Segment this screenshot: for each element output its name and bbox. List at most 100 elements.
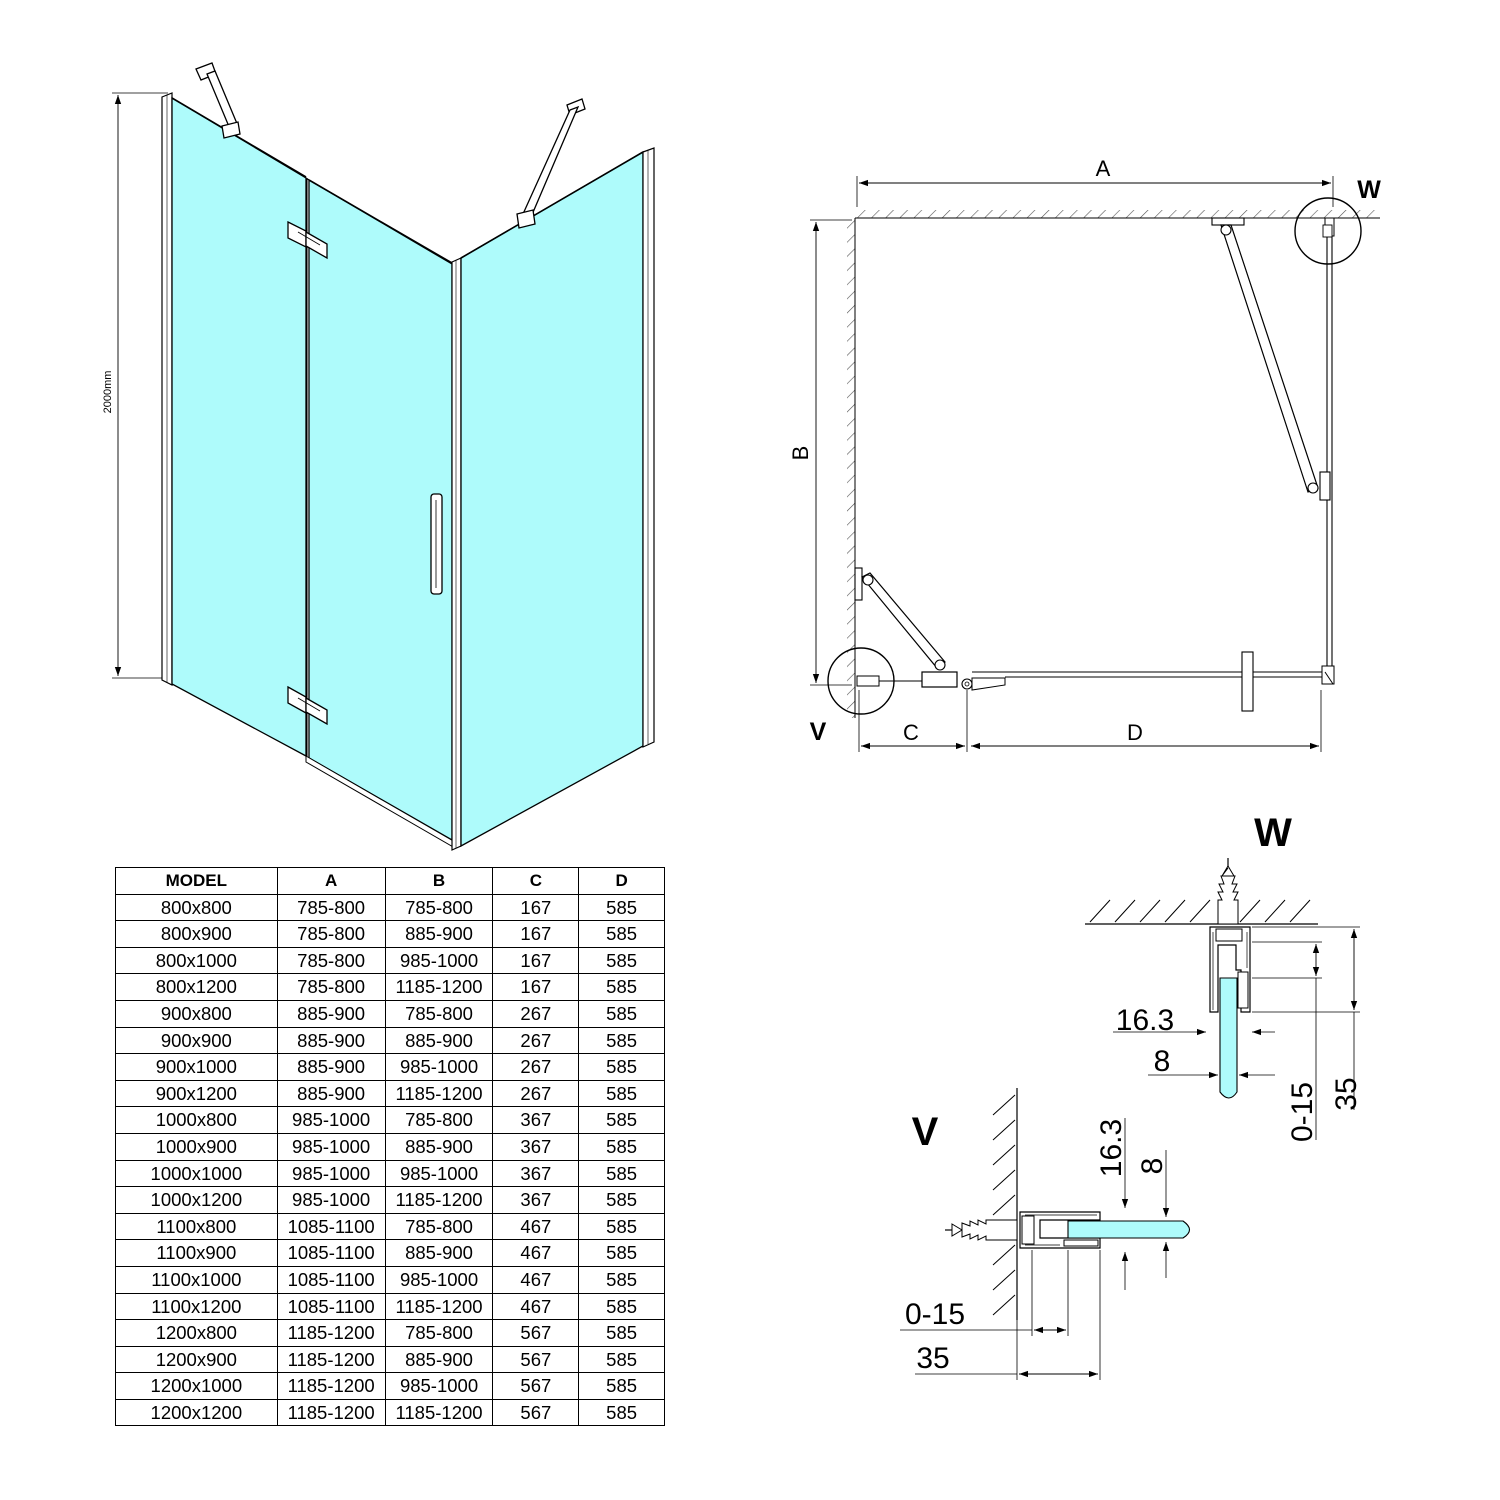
- lower-hinge-icon: [287, 685, 328, 726]
- cell-c: 567: [492, 1398, 580, 1427]
- detail-w-callout: W: [1357, 176, 1381, 204]
- cell-c: 467: [492, 1239, 580, 1267]
- cell-a: 1085-1100: [276, 1212, 386, 1241]
- detail-v-dim-0-15: 0-15: [900, 1250, 1069, 1336]
- door-handle-icon[interactable]: [430, 493, 443, 595]
- cell-d: 585: [578, 1372, 665, 1400]
- cell-c: 367: [492, 1186, 580, 1214]
- cell-d: 585: [578, 920, 665, 948]
- cell-a: 1185-1200: [276, 1398, 386, 1427]
- cell-model: 1000x800: [115, 1106, 278, 1134]
- plan-door-handle: [1241, 651, 1254, 712]
- cell-d: 585: [578, 893, 665, 922]
- fixed-glass-panel: [171, 96, 307, 758]
- cell-a: 1085-1100: [276, 1239, 386, 1267]
- cell-model: 1100x900: [115, 1239, 278, 1267]
- height-label: 2000mm: [102, 371, 114, 414]
- dimension-a-label: A: [1096, 156, 1111, 181]
- cell-d: 585: [578, 946, 665, 975]
- detail-w-dim-8: 8: [1148, 1045, 1275, 1079]
- cell-b: 985-1000: [384, 1372, 494, 1400]
- detail-w-dim-8-label: 8: [1154, 1045, 1171, 1078]
- cell-a: 885-900: [276, 1026, 386, 1055]
- cell-b: 1185-1200: [384, 1398, 494, 1427]
- cell-b: 985-1000: [384, 946, 494, 975]
- cell-b: 885-900: [384, 1239, 494, 1267]
- cell-c: 167: [492, 920, 580, 948]
- cell-d: 585: [578, 1345, 665, 1374]
- right-wall-profile: [642, 147, 655, 748]
- cell-d: 585: [578, 1079, 665, 1108]
- table-header-row: MODEL A B C D: [115, 867, 665, 895]
- cell-b: 985-1000: [384, 1265, 494, 1294]
- cell-a: 785-800: [276, 893, 386, 922]
- cell-c: 267: [492, 1053, 580, 1081]
- cell-b: 785-800: [384, 1319, 494, 1347]
- cell-d: 585: [578, 1265, 665, 1294]
- dimension-b-label: B: [788, 446, 813, 461]
- detail-v-wall: [992, 1088, 1018, 1320]
- dimension-d-label: D: [1127, 720, 1143, 745]
- plan-front-panel: [971, 651, 1335, 712]
- cell-d: 585: [578, 999, 665, 1028]
- cell-a: 785-800: [276, 920, 386, 948]
- cell-c: 467: [492, 1292, 580, 1321]
- cell-a: 985-1000: [276, 1132, 386, 1161]
- detail-v-callout: V: [810, 718, 827, 746]
- cell-b: 885-900: [384, 1345, 494, 1374]
- left-wall-profile: [161, 92, 173, 686]
- dimension-b: B: [788, 219, 852, 686]
- detail-v-dim-16-3: 16.3: [1095, 1118, 1129, 1290]
- dimension-a: A: [856, 156, 1334, 207]
- cell-a: 785-800: [276, 973, 386, 1001]
- cell-b: 885-900: [384, 1132, 494, 1161]
- detail-v-view: V: [900, 1088, 1191, 1380]
- cell-model: 1000x1200: [115, 1186, 278, 1214]
- dimension-d: D: [971, 690, 1322, 752]
- cell-model: 1200x800: [115, 1319, 278, 1347]
- detail-v-marker[interactable]: V: [810, 647, 895, 746]
- cell-model: 900x800: [115, 999, 278, 1028]
- detail-w-dim-0-15-label: 0-15: [1286, 1082, 1319, 1142]
- cell-model: 1100x1000: [115, 1265, 278, 1294]
- detail-v-dim-35-label: 35: [916, 1342, 949, 1375]
- cell-b: 885-900: [384, 920, 494, 948]
- cell-b: 785-800: [384, 893, 494, 922]
- upper-hinge-icon: [287, 220, 328, 260]
- top-wall: [855, 210, 1380, 218]
- detail-v-dim-16-3-label: 16.3: [1095, 1119, 1128, 1177]
- left-wall: [847, 218, 855, 718]
- cell-model: 900x1000: [115, 1053, 278, 1081]
- cell-a: 1185-1200: [276, 1319, 386, 1347]
- detail-w-wall-plug: [1217, 858, 1239, 925]
- detail-w-marker[interactable]: W: [1294, 176, 1381, 265]
- detail-v-wall-plug: [945, 1219, 1018, 1241]
- cell-c: 367: [492, 1159, 580, 1188]
- cell-b: 785-800: [384, 999, 494, 1028]
- detail-v-dim-8: 8: [1136, 1150, 1170, 1278]
- cell-a: 885-900: [276, 1079, 386, 1108]
- cell-c: 267: [492, 1026, 580, 1055]
- cell-c: 267: [492, 999, 580, 1028]
- cell-model: 800x1000: [115, 946, 278, 975]
- cell-d: 585: [578, 1398, 665, 1427]
- cell-d: 585: [578, 1159, 665, 1188]
- cell-b: 885-900: [384, 1026, 494, 1055]
- plan-view: A B C D: [788, 156, 1381, 752]
- plan-stabiliser-top: [1211, 217, 1331, 501]
- cell-d: 585: [578, 1106, 665, 1134]
- cell-c: 167: [492, 893, 580, 922]
- cell-b: 785-800: [384, 1212, 494, 1241]
- plan-stabiliser-left: [854, 567, 946, 671]
- cell-model: 1000x1000: [115, 1159, 278, 1188]
